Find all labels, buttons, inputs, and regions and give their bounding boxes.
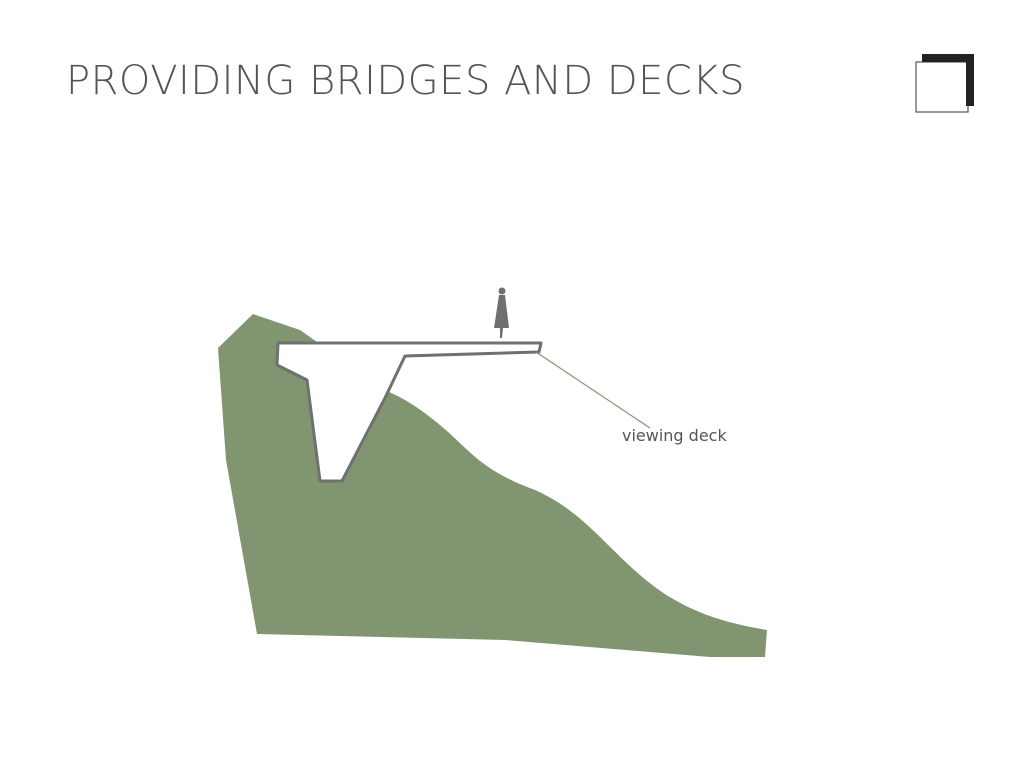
viewing-deck-structure <box>275 341 543 483</box>
callout-leader-line <box>535 351 651 429</box>
viewing-deck-label: viewing deck <box>622 426 727 445</box>
corner-bracket-logo <box>915 54 974 113</box>
person-figure-icon <box>494 287 509 338</box>
page-title: PROVIDING BRIDGES AND DECKS <box>66 58 745 104</box>
